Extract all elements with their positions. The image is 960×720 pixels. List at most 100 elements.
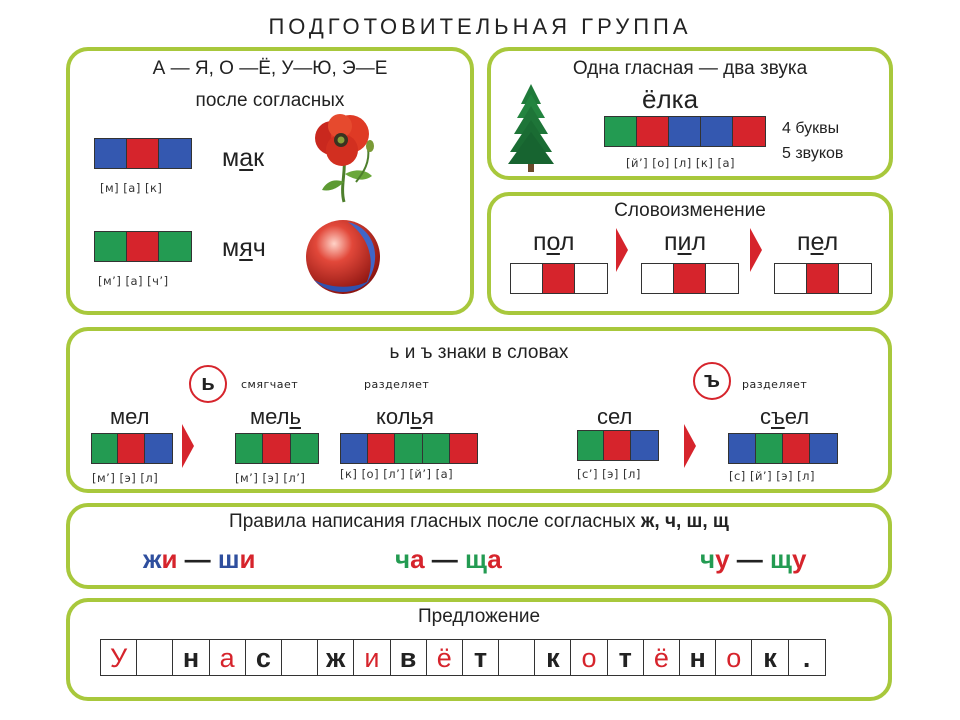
sound-cell (95, 139, 127, 168)
word-pil: пил (664, 228, 707, 256)
sound-cell (92, 434, 119, 463)
arrow-right-icon (684, 424, 696, 468)
sentence-cell: . (802, 643, 811, 673)
word-syel: съел (760, 404, 810, 429)
letter-cell (775, 264, 807, 293)
word-yolka: ёлка (642, 84, 699, 114)
poppy-icon (315, 114, 374, 203)
letter-cell (642, 264, 674, 293)
word-pil-scheme (641, 263, 739, 294)
syel-transcription: [с] [й’] [э] [л] (729, 469, 815, 483)
yolka-panel (487, 47, 893, 180)
arrow-right-icon (750, 228, 762, 272)
sound-cell (733, 117, 765, 146)
inflection-heading: Словоизменение (614, 200, 766, 221)
vowels-panel (66, 47, 474, 315)
word-sel-scheme (577, 430, 659, 461)
sound-cell (637, 117, 669, 146)
word-kolya: колья (376, 404, 434, 429)
word-mel-soft-scheme (235, 433, 319, 464)
sound-cell (783, 434, 810, 463)
sentence-cell: в (391, 640, 427, 675)
sentence-cell: т (608, 640, 644, 675)
sentence-cell: к (535, 640, 572, 675)
sentence-panel (66, 598, 892, 701)
sound-cell (95, 232, 127, 261)
letter-cell (542, 264, 575, 293)
word-pel: пел (797, 228, 839, 256)
sound-cell (630, 431, 658, 460)
sound-cell (263, 434, 291, 463)
page-title: ПОДГОТОВИТЕЛЬНАЯ ГРУППА (268, 14, 692, 39)
vowels-subheading: после согласных (195, 90, 345, 111)
sound-cell (144, 434, 172, 463)
sound-cell (578, 431, 605, 460)
rule-cha-shcha: ча — ща (395, 544, 502, 574)
rules-panel (66, 503, 892, 589)
letter-cell (574, 264, 607, 293)
sound-cell (118, 434, 145, 463)
sentence-cell (137, 640, 174, 675)
yolka-heading: Одна гласная — два звука (572, 58, 808, 79)
sound-cell (669, 117, 701, 146)
arrow-right-icon (182, 424, 194, 468)
sound-cell (756, 434, 783, 463)
sentence-cell: н (173, 640, 210, 675)
mel-transcription: [м’] [э] [л] (92, 471, 159, 485)
word-myach-scheme (94, 231, 192, 262)
sound-cell (158, 232, 191, 261)
myach-transcription: [м’] [а] [ч’] (98, 274, 169, 288)
letter-cell (838, 264, 871, 293)
letter-cell (705, 264, 738, 293)
sound-cell (236, 434, 264, 463)
word-yolka-scheme (604, 116, 766, 147)
arrow-right-icon (616, 228, 628, 272)
inflection-panel (487, 192, 893, 315)
sentence-cell: т (463, 640, 500, 675)
ball-icon (306, 220, 380, 294)
sound-cell (449, 434, 477, 463)
word-mel-scheme (91, 433, 173, 464)
kolya-transcription: [к] [о] [л’] [й’] [а] (340, 467, 454, 481)
sentence-cell: а (210, 640, 246, 675)
yolka-transcription: [й’] [о] [л] [к] [а] (626, 156, 735, 170)
word-myach: мяч (222, 234, 266, 262)
sentence-cell: и (354, 640, 391, 675)
word-mak: мак (222, 144, 265, 172)
sel-transcription: [с’] [э] [л] (577, 467, 641, 481)
sound-cell (126, 139, 159, 168)
mak-transcription: [м] [а] [к] (100, 181, 163, 195)
softens-label: смягчает (241, 378, 299, 391)
vowels-heading: А — Я, О —Ё, У—Ю, Э—Е (152, 58, 388, 79)
sentence-cell: с (246, 640, 282, 675)
sound-cell (158, 139, 191, 168)
sound-cell (368, 434, 396, 463)
sentence-cell (282, 640, 319, 675)
sentence-cell (499, 640, 536, 675)
letter-cell (806, 264, 839, 293)
sentence-cell: н (680, 640, 717, 675)
mel-soft-transcription: [м’] [э] [л’] (235, 471, 306, 485)
word-kolya-scheme (340, 433, 478, 464)
word-mel-soft: мель (250, 404, 301, 429)
sounds-count: 5 звуков (782, 145, 844, 162)
separates-label-2: разделяет (742, 378, 808, 391)
fir-tree-icon (508, 84, 554, 172)
letter-cell (673, 264, 706, 293)
signs-heading: ь и ъ знаки в словах (389, 342, 569, 363)
word-syel-scheme (728, 433, 838, 464)
separates-label: разделяет (364, 378, 430, 391)
word-mel: мел (110, 404, 150, 429)
rule-zhi-shi: жи — ши (143, 544, 256, 574)
word-mak-scheme (94, 138, 192, 169)
sound-cell (341, 434, 369, 463)
sound-cell (126, 232, 159, 261)
sentence-cell: ж (318, 640, 355, 675)
sound-cell (701, 117, 733, 146)
sound-cell (729, 434, 756, 463)
rules-heading: Правила написания гласных после согласны… (229, 511, 729, 532)
sentence-cell: о (716, 640, 753, 675)
sound-cell (605, 117, 637, 146)
word-pol-scheme (510, 263, 608, 294)
sentence-cell: к (752, 640, 789, 675)
